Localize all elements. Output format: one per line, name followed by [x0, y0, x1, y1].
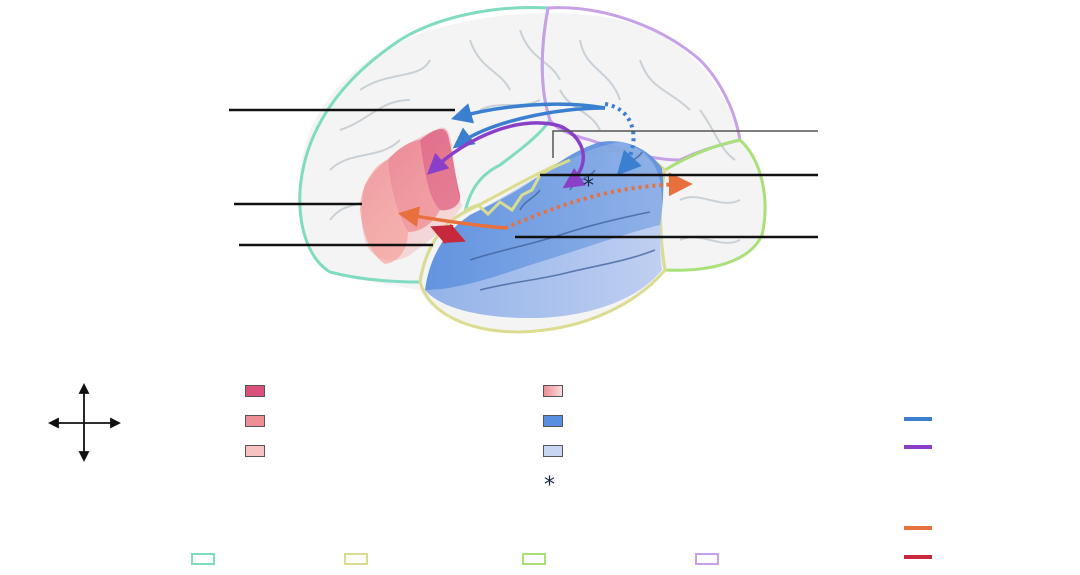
fop-swatch-icon [543, 385, 563, 397]
dorsal-pathway-2-arrow [426, 121, 561, 175]
occipital-lobe-outline-icon [522, 553, 546, 565]
stg-swatch-icon [543, 415, 563, 427]
ventral-pathway-2-arrow [430, 223, 466, 245]
ba45-swatch-icon [245, 415, 265, 427]
asterisk-marker-icon: * [583, 174, 594, 199]
asterisk-legend-icon: * [544, 473, 555, 498]
ventral-pathway-1-line-icon [904, 526, 932, 530]
ventral-pathway-1-dotted [504, 172, 693, 230]
leader-line-fop [552, 130, 818, 158]
temporal-lobe-outline-shape [418, 149, 667, 334]
orientation-cross-icon [47, 382, 122, 463]
parietal-lobe-outline-icon [695, 553, 719, 565]
ba47-swatch-icon [245, 445, 265, 457]
dorsal-pathway-1-line-icon [904, 417, 932, 421]
label-leader-lines [229, 108, 818, 247]
dorsal-pathway-1-dotted [604, 102, 642, 176]
temporal-gradient-overlay [425, 142, 662, 318]
temporal-lobe-outline-icon [344, 553, 368, 565]
frontal-lobe-outline-shape [298, 6, 552, 284]
dorsal-pathway-1-arrow-b [452, 106, 606, 149]
fop-zigzag [464, 158, 571, 217]
ventral-pathway-1-arrow [397, 206, 506, 230]
mtg-swatch-icon [543, 445, 563, 457]
ba44-swatch-icon [245, 385, 265, 397]
ventral-pathway-2-line-icon [904, 555, 932, 559]
dorsal-pathway-2-line-icon [904, 445, 932, 449]
frontal-lobe-outline-icon [191, 553, 215, 565]
dorsal-pathway-1-arrow [450, 102, 606, 124]
